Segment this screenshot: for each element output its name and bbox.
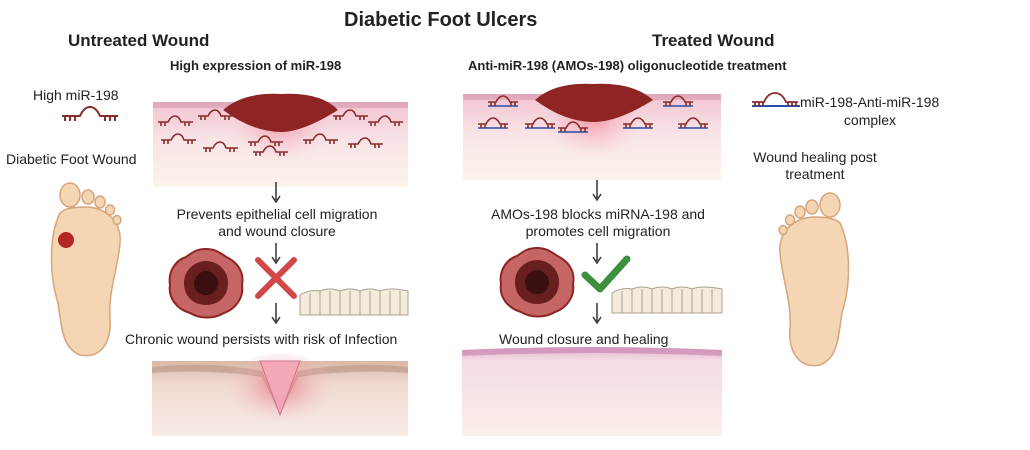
arrow-down-icon xyxy=(592,180,602,202)
healing-label-line1: Wound healing post xyxy=(753,149,877,165)
untreated-step1-line1: Prevents epithelial cell migration xyxy=(176,206,378,222)
arrow-down-icon xyxy=(592,243,602,265)
arrow-down-icon xyxy=(592,303,602,325)
untreated-heading: Untreated Wound xyxy=(68,31,210,50)
check-icon xyxy=(581,255,631,293)
healed-skin-panel xyxy=(462,347,722,436)
treated-skin-panel xyxy=(463,83,721,180)
untreated-outcome: Chronic wound persists with risk of Infe… xyxy=(125,331,398,347)
treated-step1-line1: AMOs-198 blocks miRNA-198 and xyxy=(491,206,705,222)
treated-subheading: Anti-miR-198 (AMOs-198) oligonucleotide … xyxy=(468,58,787,73)
complex-label-line1: miR-198-Anti-miR-198 xyxy=(800,94,940,110)
arrow-down-icon xyxy=(271,303,281,325)
mirna-complex-icon xyxy=(752,92,800,107)
epithelium-icon xyxy=(299,288,409,316)
diagram-title: Diabetic Foot Ulcers xyxy=(344,9,538,31)
complex-label-line2: complex xyxy=(843,112,897,128)
arrow-down-icon xyxy=(271,182,281,204)
wound-icon xyxy=(168,247,244,319)
treated-step1-line2: promotes cell migration xyxy=(525,223,671,239)
healed-foot-icon xyxy=(778,192,850,367)
untreated-skin-panel xyxy=(153,93,408,187)
mirna-hairpin-icon xyxy=(62,105,118,121)
chronic-wound-panel xyxy=(152,353,408,436)
high-mirna-label: High miR-198 xyxy=(33,87,119,103)
wound-icon xyxy=(499,246,575,318)
treated-heading: Treated Wound xyxy=(652,31,775,50)
diabetic-foot-label: Diabetic Foot Wound xyxy=(6,151,137,167)
foot-icon xyxy=(50,182,122,357)
cross-icon xyxy=(255,257,297,299)
treated-outcome: Wound closure and healing xyxy=(499,331,669,347)
untreated-subheading: High expression of miR-198 xyxy=(170,58,342,73)
untreated-step1-line2: and wound closure xyxy=(218,223,336,239)
foot-wound-icon xyxy=(58,232,74,248)
healing-label-line2: treatment xyxy=(785,166,845,182)
arrow-down-icon xyxy=(271,243,281,265)
epithelium-icon xyxy=(611,286,723,314)
